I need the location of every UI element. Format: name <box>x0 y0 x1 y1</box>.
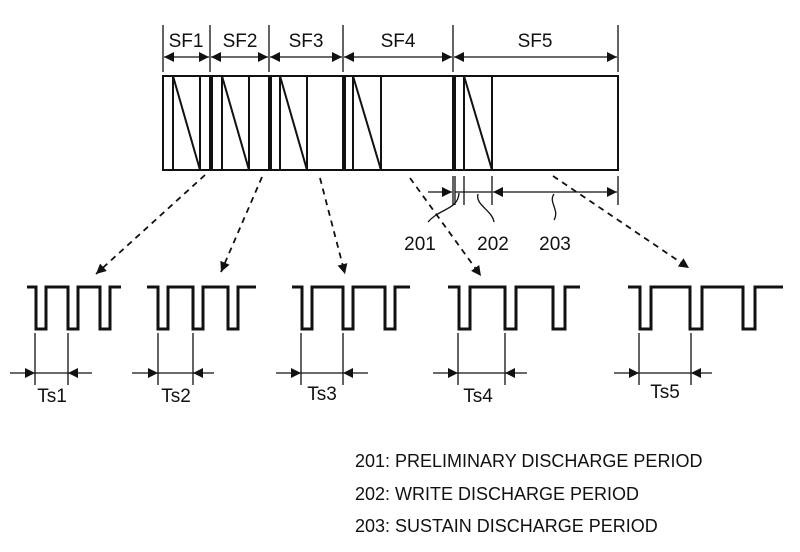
legend-item-203: 203: SUSTAIN DISCHARGE PERIOD <box>355 516 658 536</box>
legend-item-201: 201: PRELIMINARY DISCHARGE PERIOD <box>355 451 702 471</box>
ts3-label: Ts3 <box>307 384 337 405</box>
legend: 201: PRELIMINARY DISCHARGE PERIOD 202: W… <box>355 451 702 536</box>
arrow-sf1 <box>96 175 205 274</box>
ts4-dimension <box>433 333 527 385</box>
waveform-3 <box>292 287 410 329</box>
sf1-label: SF1 <box>169 31 204 52</box>
waveform-1 <box>27 287 121 329</box>
waveform-5 <box>628 287 783 329</box>
ts3-dimension <box>276 333 368 385</box>
arrow-sf4 <box>410 178 481 276</box>
sf2-block <box>212 76 269 170</box>
arrow-sf3 <box>320 178 345 274</box>
ts1-dimension <box>10 333 92 385</box>
sf4-block <box>345 76 453 170</box>
sf2-label: SF2 <box>223 31 258 52</box>
subframe-box <box>163 76 618 170</box>
expansion-arrows <box>96 175 689 276</box>
label-203: 203 <box>539 234 571 255</box>
arrow-sf5 <box>553 176 689 268</box>
arrow-sf2 <box>221 177 262 272</box>
sustain-waveforms <box>27 287 783 329</box>
leader-203 <box>552 194 555 220</box>
waveform-2 <box>147 287 256 329</box>
ts2-dimension <box>132 333 214 385</box>
ts5-label: Ts5 <box>650 382 680 403</box>
waveform-4 <box>448 287 580 329</box>
legend-item-202: 202: WRITE DISCHARGE PERIOD <box>355 484 639 504</box>
label-202: 202 <box>477 234 509 255</box>
ts2-label: Ts2 <box>161 386 191 407</box>
ts1-label: Ts1 <box>37 386 67 407</box>
sf1-block <box>173 76 210 170</box>
ts5-dimension <box>614 333 712 385</box>
sf4-label: SF4 <box>381 31 416 52</box>
sf3-block <box>271 76 343 170</box>
sf3-label: SF3 <box>289 31 324 52</box>
sf5-block <box>455 76 492 170</box>
label-201: 201 <box>404 234 436 255</box>
ts4-label: Ts4 <box>463 386 493 407</box>
subframe-header: SF1 SF2 SF3 SF4 SF5 <box>163 25 618 72</box>
sf5-label: SF5 <box>518 31 553 52</box>
sustain-period-dimensions <box>10 333 712 385</box>
